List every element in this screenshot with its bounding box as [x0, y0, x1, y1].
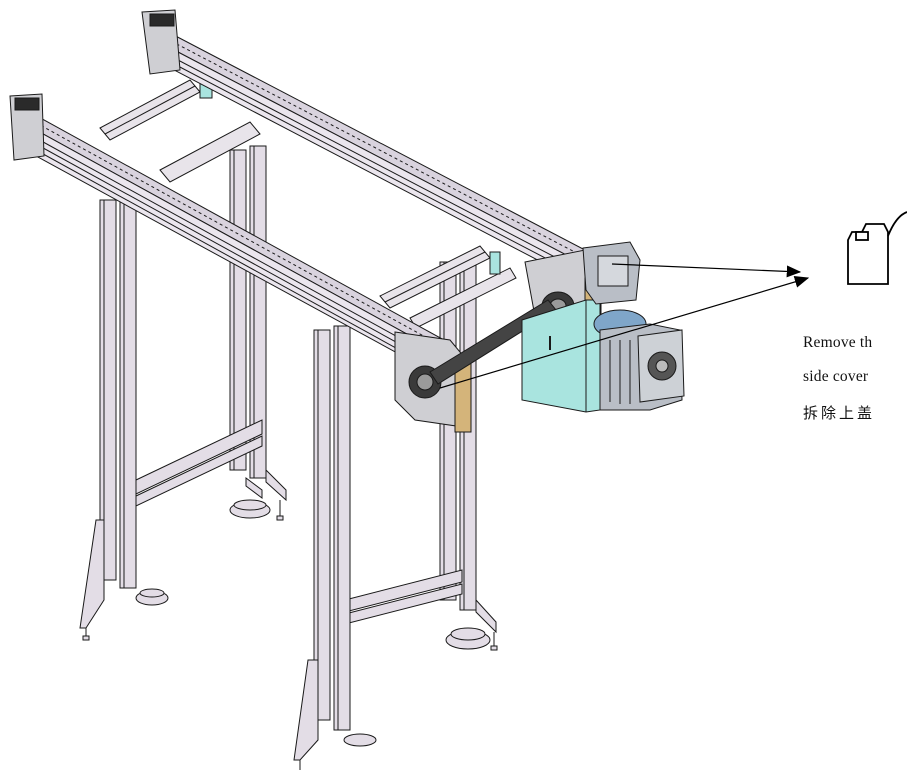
- stand-front-right: [293, 325, 377, 770]
- callout-arrow-upper: [611, 263, 802, 278]
- callout-arrow-lower: [439, 276, 810, 389]
- cross-rollers: [99, 73, 517, 329]
- front-rail: [9, 93, 467, 391]
- support-stands: [79, 145, 498, 770]
- drive-end: [394, 241, 685, 433]
- instruction-line-2: side cover: [803, 368, 869, 385]
- stand-front-left: [79, 195, 169, 641]
- oil-can-icon: [847, 211, 907, 285]
- callout-arrows: [439, 263, 810, 389]
- instruction-line-3: 拆除上盖: [803, 406, 876, 422]
- back-rail: [141, 9, 597, 291]
- instruction-line-1: Remove th: [803, 334, 873, 351]
